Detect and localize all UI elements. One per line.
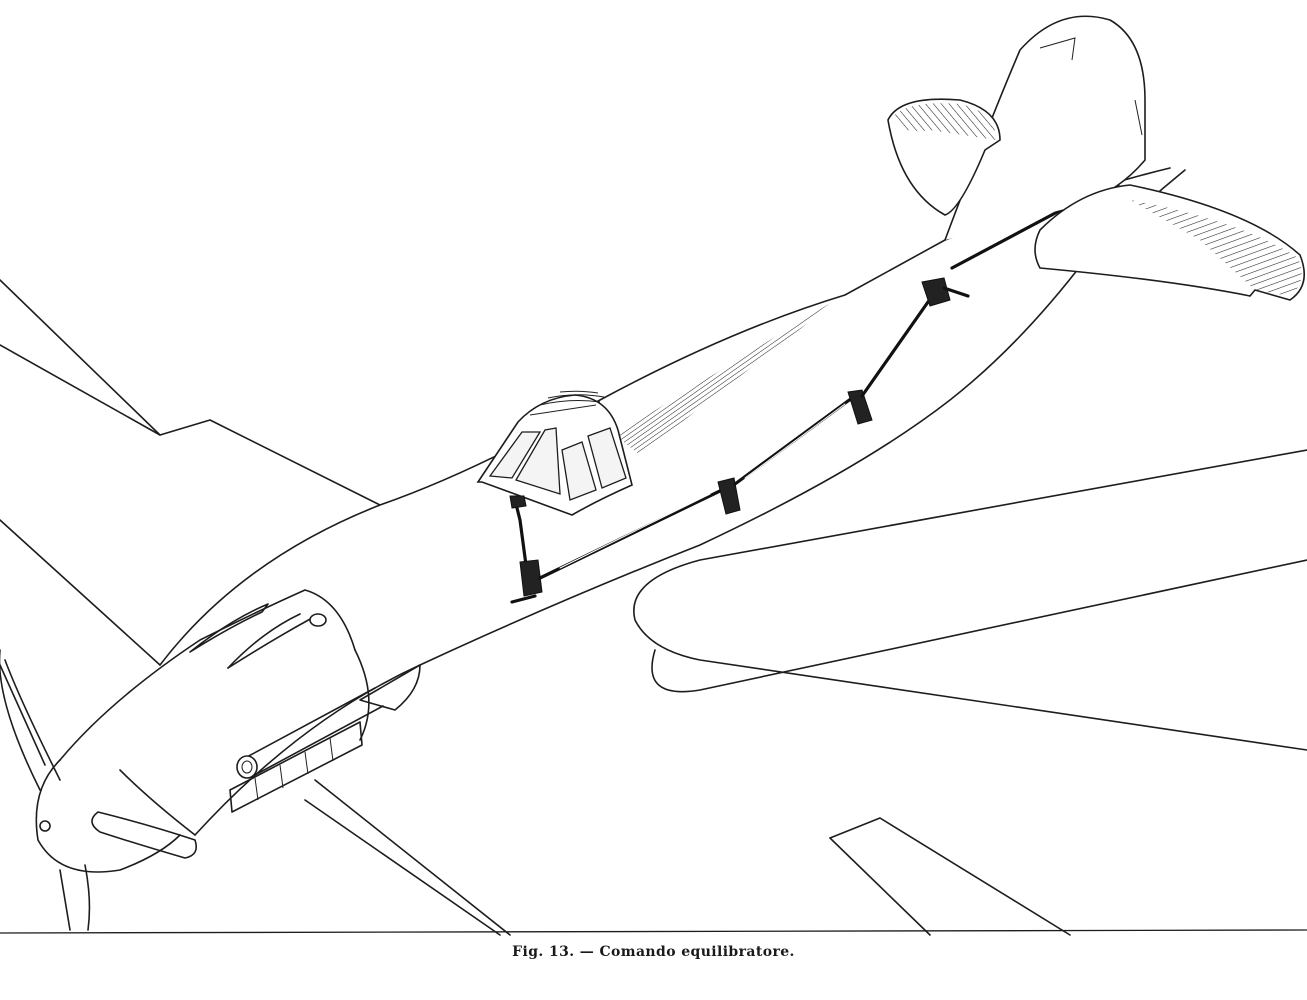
left-wing xyxy=(0,279,381,766)
right-wing xyxy=(304,449,1307,936)
baseline xyxy=(0,929,1307,934)
figure-caption: Fig. 13. — Comando equilibratore. xyxy=(512,944,795,960)
left-elevator-hatching xyxy=(892,103,996,140)
canopy-pane xyxy=(561,441,597,501)
right-elevator-hatching xyxy=(1130,200,1302,296)
bellcrank xyxy=(921,277,951,307)
propeller xyxy=(0,649,198,931)
canopy-pane xyxy=(488,431,542,479)
canopy-pane xyxy=(587,427,627,489)
spine-hatching xyxy=(615,296,842,455)
guide-bracket xyxy=(717,477,741,515)
tail-unit xyxy=(887,15,1306,301)
engine-cowling xyxy=(35,589,421,873)
guide-bracket xyxy=(847,389,873,425)
fuselage xyxy=(159,167,1186,836)
canopy-pane xyxy=(515,427,561,495)
canopy xyxy=(476,390,633,516)
